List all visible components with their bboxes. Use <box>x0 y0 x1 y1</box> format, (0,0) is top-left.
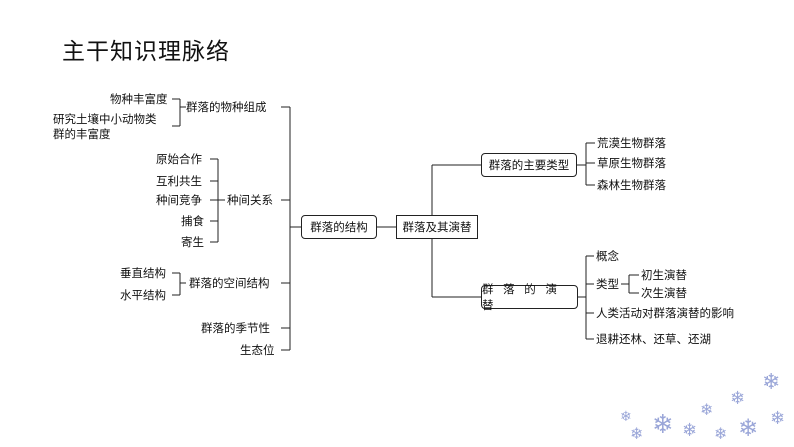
interspecific-item-cooperation: 原始合作 <box>156 152 202 166</box>
snowflake-icon: ❄ <box>682 420 698 441</box>
type-item-forest: 森林生物群落 <box>597 178 666 192</box>
seasonality-label: 群落的季节性 <box>201 321 270 335</box>
snowflake-icon: ❄ <box>770 408 786 429</box>
community-types-node: 群落的主要类型 <box>481 153 577 177</box>
page-title: 主干知识理脉络 <box>62 39 230 65</box>
type-item-grassland: 草原生物群落 <box>597 156 666 170</box>
interspecific-item-competition: 种间竞争 <box>156 193 202 207</box>
succession-node: 群 落 的 演 替 <box>481 282 578 312</box>
snowflake-icon: ❄ <box>730 388 746 409</box>
species-item-soil-study-cont: 群的丰富度 <box>53 127 111 141</box>
interspecific-item-predation: 捕食 <box>181 214 204 228</box>
succession-concept: 概念 <box>596 249 619 263</box>
interspecific-label: 种间关系 <box>227 193 273 207</box>
spatial-item-vertical: 垂直结构 <box>120 266 166 280</box>
snowflake-icon: ❄ <box>762 370 781 395</box>
succession-type-label: 类型 <box>596 277 619 291</box>
structure-node: 群落的结构 <box>301 215 377 239</box>
snowflake-icon: ❄ <box>714 424 728 443</box>
species-composition-label: 群落的物种组成 <box>186 100 267 114</box>
interspecific-item-mutualism: 互利共生 <box>156 174 202 188</box>
succession-type-primary: 初生演替 <box>641 268 687 282</box>
niche-label: 生态位 <box>240 343 275 357</box>
snowflake-icon: ❄ <box>700 400 714 419</box>
center-node: 群落及其演替 <box>396 215 478 239</box>
species-item-richness: 物种丰富度 <box>110 92 168 106</box>
type-item-desert: 荒漠生物群落 <box>597 136 666 150</box>
snowflake-icon: ❄ <box>652 410 674 440</box>
species-item-soil-study: 研究土壤中小动物类 <box>53 112 157 126</box>
spatial-item-horizontal: 水平结构 <box>120 288 166 302</box>
snowflake-icon: ❄ <box>738 414 759 442</box>
snowflake-icon: ❄ <box>620 409 632 425</box>
succession-type-secondary: 次生演替 <box>641 286 687 300</box>
snowflake-icon: ❄ <box>630 424 644 443</box>
succession-restore: 退耕还林、还草、还湖 <box>596 332 711 346</box>
spatial-label: 群落的空间结构 <box>189 276 270 290</box>
succession-human-impact: 人类活动对群落演替的影响 <box>596 306 734 320</box>
interspecific-item-parasitism: 寄生 <box>181 235 204 249</box>
